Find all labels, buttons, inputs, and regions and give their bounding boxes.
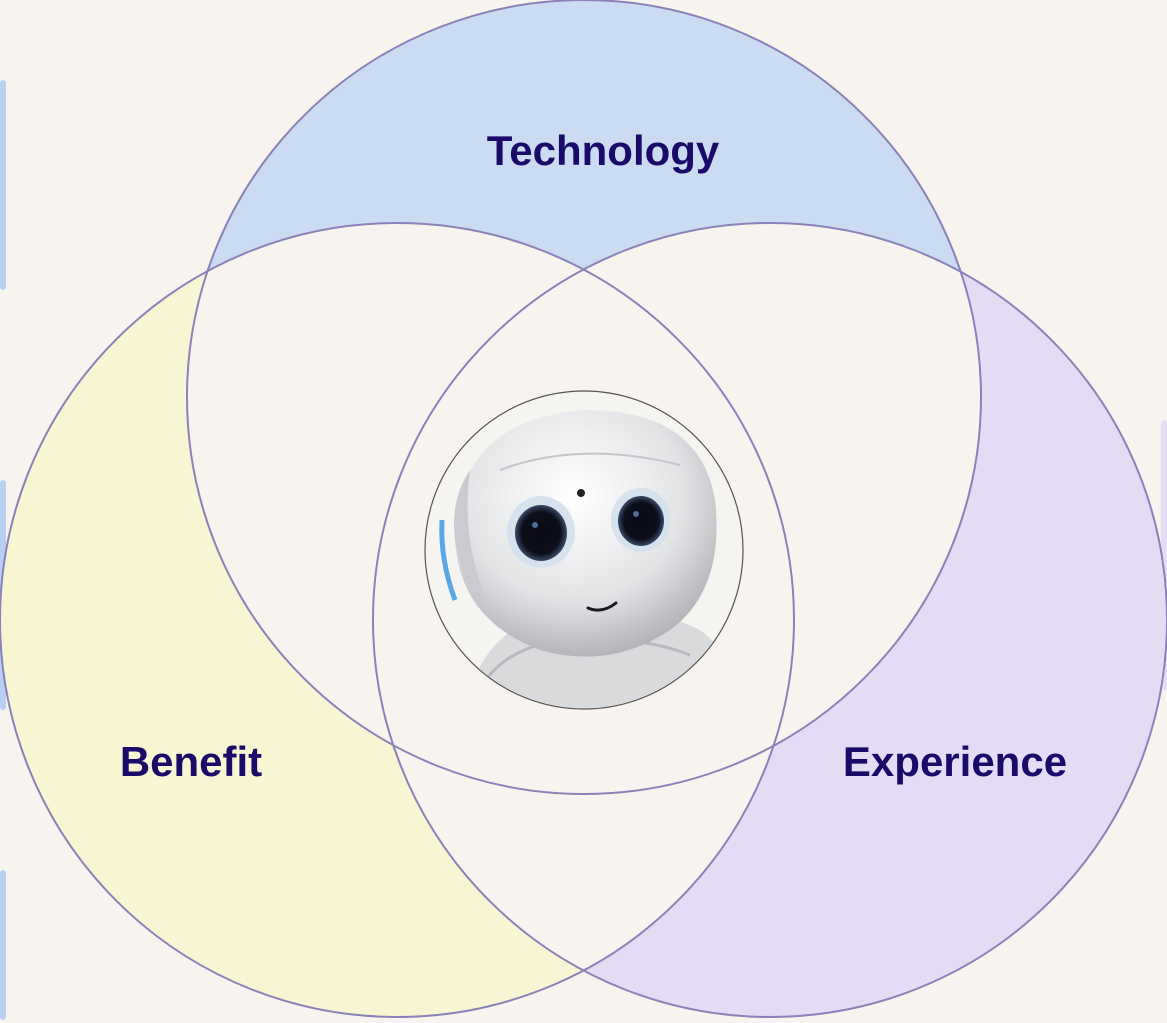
outline-experience <box>372 222 1167 1018</box>
label-technology: Technology <box>487 127 720 174</box>
left-edge-tab-top <box>0 80 6 290</box>
label-experience: Experience <box>843 738 1067 785</box>
outline-technology <box>186 0 982 795</box>
robot-face-icon <box>424 390 744 710</box>
right-edge-tab-middle <box>1161 420 1167 690</box>
outline-benefit <box>0 222 795 1018</box>
left-edge-tab-bottom <box>0 870 6 1020</box>
label-benefit: Benefit <box>120 738 262 785</box>
